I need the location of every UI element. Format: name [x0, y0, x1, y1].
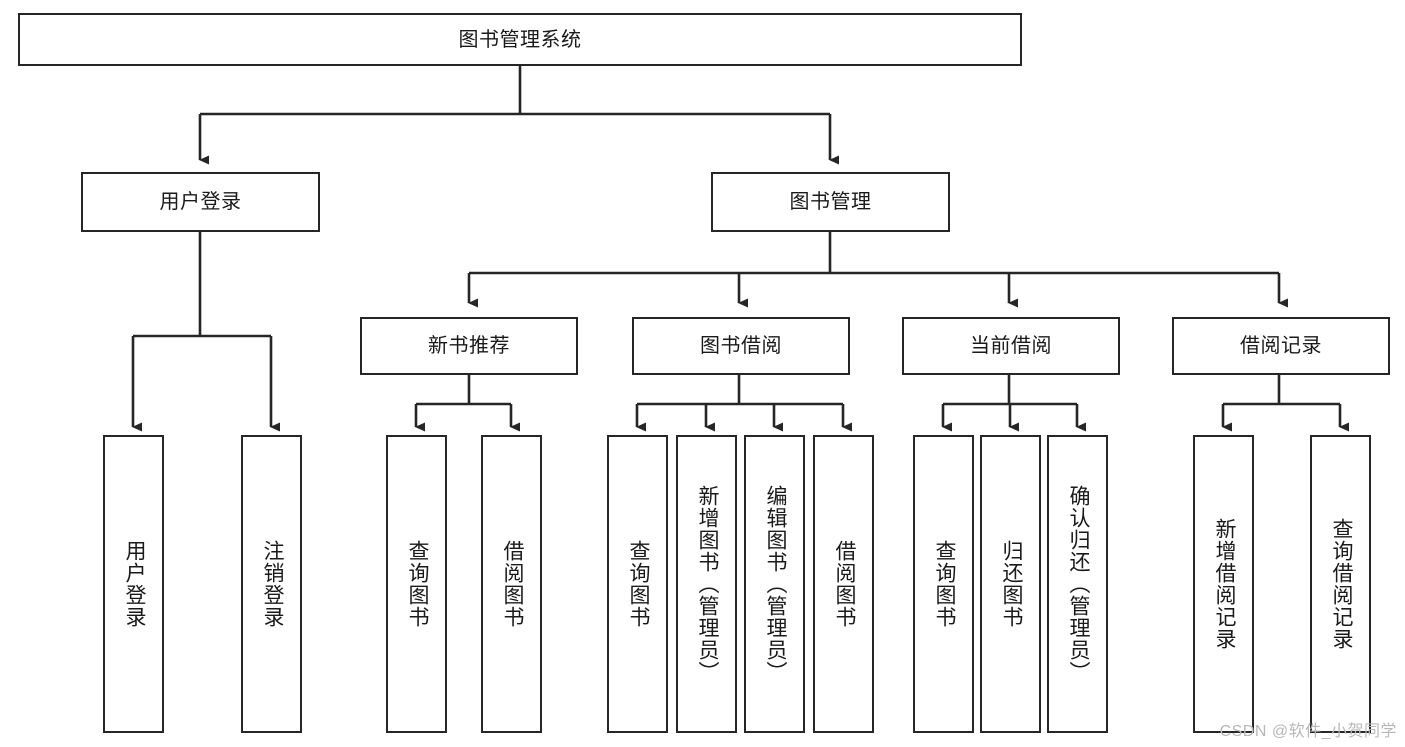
leaf-query-record-label: 查询借阅记录 [1329, 518, 1353, 650]
leaf-borrow-book-rec-label: 借阅图书 [500, 540, 524, 628]
leaf-user-login[interactable]: 用户登录 [103, 435, 164, 733]
leaf-add-book[interactable]: 新增图书（管理员） [676, 435, 737, 733]
leaf-query-book-rec-label: 查询图书 [405, 540, 429, 628]
node-borrow-record-label: 借阅记录 [1240, 335, 1322, 357]
leaf-borrow-book-rec[interactable]: 借阅图书 [481, 435, 542, 733]
leaf-query-book-rec[interactable]: 查询图书 [386, 435, 447, 733]
leaf-query-book-borrow[interactable]: 查询图书 [607, 435, 668, 733]
leaf-add-record-label: 新增借阅记录 [1212, 518, 1236, 650]
leaf-confirm-return-label: 确认归还（管理员） [1066, 485, 1090, 683]
leaf-edit-book[interactable]: 编辑图书（管理员） [744, 435, 805, 733]
node-new-book-rec[interactable]: 新书推荐 [360, 317, 578, 375]
leaf-user-login-label: 用户登录 [122, 540, 146, 628]
leaf-query-record[interactable]: 查询借阅记录 [1310, 435, 1371, 733]
leaf-borrow-book[interactable]: 借阅图书 [813, 435, 874, 733]
leaf-query-book-borrow-label: 查询图书 [626, 540, 650, 628]
leaf-return-book[interactable]: 归还图书 [980, 435, 1041, 733]
node-user-login-label: 用户登录 [159, 191, 242, 213]
node-book-borrow[interactable]: 图书借阅 [632, 317, 850, 375]
leaf-edit-book-label: 编辑图书（管理员） [763, 485, 787, 683]
leaf-logout-login-label: 注销登录 [260, 540, 284, 628]
leaf-return-book-label: 归还图书 [999, 540, 1023, 628]
node-book-borrow-label: 图书借阅 [700, 335, 782, 357]
node-book-manage-label: 图书管理 [789, 191, 872, 213]
leaf-add-book-label: 新增图书（管理员） [695, 485, 719, 683]
node-new-book-rec-label: 新书推荐 [428, 335, 510, 357]
node-user-login[interactable]: 用户登录 [81, 172, 320, 232]
leaf-confirm-return[interactable]: 确认归还（管理员） [1047, 435, 1108, 733]
leaf-query-book-cur-label: 查询图书 [932, 540, 956, 628]
node-book-manage[interactable]: 图书管理 [711, 172, 950, 232]
leaf-query-book-cur[interactable]: 查询图书 [913, 435, 974, 733]
node-root[interactable]: 图书管理系统 [18, 13, 1022, 66]
watermark: CSDN @软件_小贺同学 [1219, 723, 1397, 740]
node-current-borrow[interactable]: 当前借阅 [902, 317, 1120, 375]
leaf-borrow-book-label: 借阅图书 [832, 540, 856, 628]
leaf-logout-login[interactable]: 注销登录 [241, 435, 302, 733]
node-root-label: 图书管理系统 [458, 28, 582, 51]
leaf-add-record[interactable]: 新增借阅记录 [1193, 435, 1254, 733]
node-current-borrow-label: 当前借阅 [970, 335, 1052, 357]
node-borrow-record[interactable]: 借阅记录 [1172, 317, 1390, 375]
